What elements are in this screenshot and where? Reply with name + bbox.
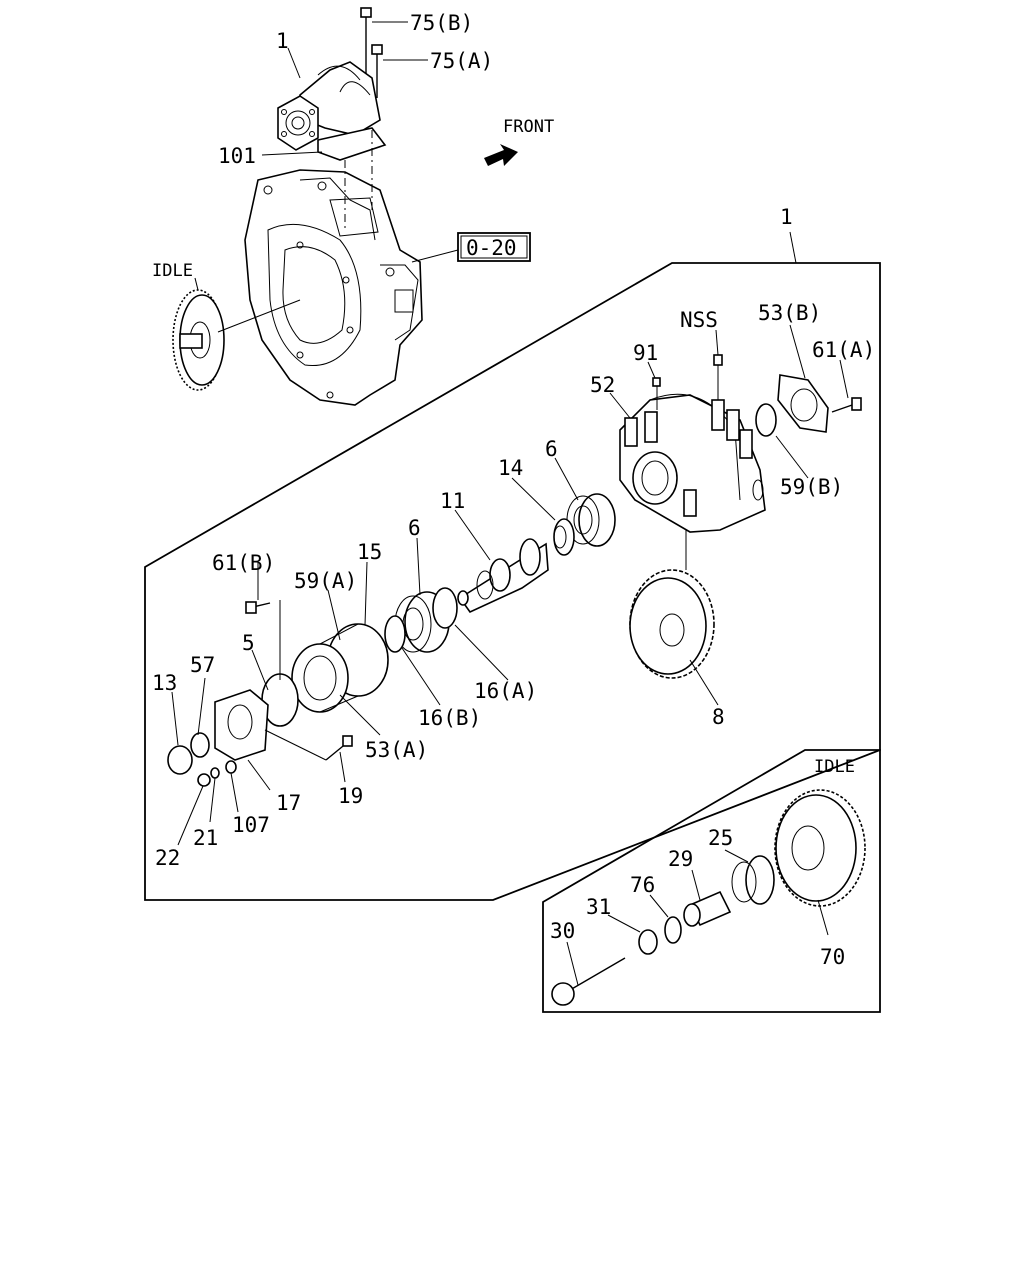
washer-31: [638, 929, 658, 955]
front-arrow-icon: [484, 144, 518, 166]
front-label: FRONT: [503, 117, 554, 137]
label-15: 15: [357, 540, 382, 564]
label-61a: 61(A): [812, 338, 875, 362]
nut-22: [197, 773, 211, 787]
main-assembly-label: 1: [780, 205, 793, 229]
label-14: 14: [498, 456, 523, 480]
label-107: 107: [232, 813, 270, 837]
snap-ring-16a: [432, 587, 458, 629]
oring-57: [190, 732, 210, 758]
washer-21: [210, 767, 220, 779]
flange-17: [214, 689, 269, 761]
bearing-25: [731, 855, 775, 905]
label-17: 17: [276, 791, 301, 815]
label-13: 13: [152, 671, 177, 695]
top-pump-drive-housing: [277, 7, 387, 161]
bolt-30: [551, 957, 626, 1006]
label-16a: 16(A): [474, 679, 537, 703]
label-31: 31: [586, 895, 611, 919]
idle-gear-70: [774, 789, 866, 907]
reference-box: [411, 232, 531, 263]
label-11: 11: [440, 489, 465, 513]
gear-8: [629, 569, 715, 679]
shaft-11: [457, 538, 549, 614]
spacer-14: [553, 518, 575, 556]
label-6-left: 6: [408, 516, 421, 540]
shaft-29: [683, 890, 732, 927]
label-59b: 59(B): [780, 475, 843, 499]
flywheel-housing: [244, 130, 423, 406]
label-57: 57: [190, 653, 215, 677]
label-59a: 59(A): [294, 569, 357, 593]
label-25: 25: [708, 826, 733, 850]
label-1-top: 1: [276, 29, 289, 53]
callout-labels: 1 75(B) 75(A) 101 FRONT 0-20 IDLE 1 NSS …: [152, 11, 875, 969]
idle-gear-top: [172, 289, 301, 391]
label-5: 5: [242, 631, 255, 655]
idle-label-inset: IDLE: [814, 757, 855, 777]
label-53a: 53(A): [365, 738, 428, 762]
nut-13: [167, 745, 193, 775]
label-101: 101: [218, 144, 256, 168]
snap-ring-16b: [384, 615, 406, 653]
label-76: 76: [630, 873, 655, 897]
label-52: 52: [590, 373, 615, 397]
idle-inset-frame: [542, 749, 881, 1013]
idle-label-top: IDLE: [152, 261, 193, 281]
label-21: 21: [193, 826, 218, 850]
label-53b: 53(B): [758, 301, 821, 325]
housing-52: [619, 393, 766, 570]
cover-53b: [755, 374, 862, 437]
label-70: 70: [820, 945, 845, 969]
leader-lines: [171, 21, 849, 986]
label-75a: 75(A): [430, 49, 493, 73]
label-29: 29: [668, 847, 693, 871]
ring-76: [664, 916, 682, 944]
label-22: 22: [155, 846, 180, 870]
bearing-6-right: [566, 493, 616, 547]
label-75b: 75(B): [410, 11, 473, 35]
label-6-right: 6: [545, 437, 558, 461]
label-61b: 61(B): [212, 551, 275, 575]
label-91: 91: [633, 341, 658, 365]
reference-box-label: 0-20: [466, 236, 517, 260]
retainer-53a: [261, 623, 389, 727]
label-8: 8: [712, 705, 725, 729]
label-19: 19: [338, 784, 363, 808]
label-nss: NSS: [680, 308, 718, 332]
washer-107: [225, 760, 237, 774]
label-16b: 16(B): [418, 706, 481, 730]
label-30: 30: [550, 919, 575, 943]
